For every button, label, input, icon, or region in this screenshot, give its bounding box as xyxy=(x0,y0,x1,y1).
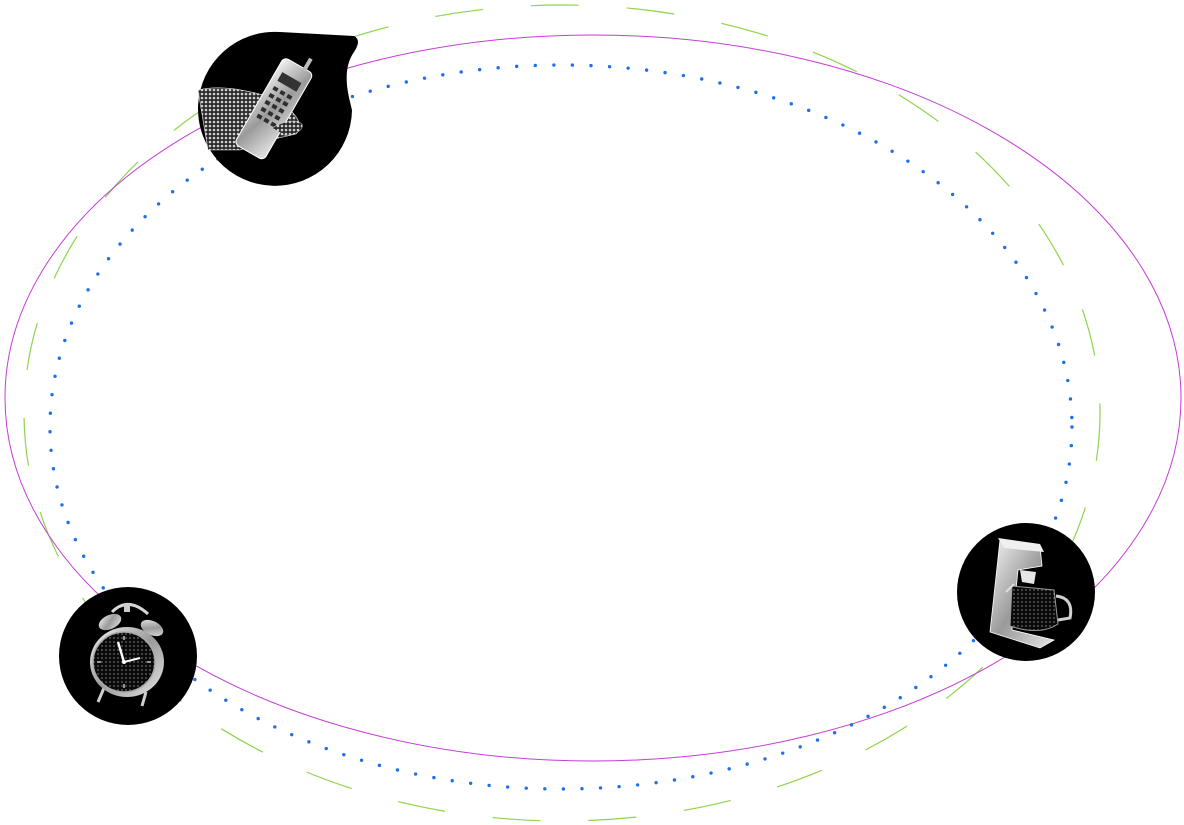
thin-orbit xyxy=(4,34,1182,762)
coffee-maker-icon xyxy=(989,538,1073,649)
dotted-orbit xyxy=(48,63,1074,791)
alarm-clock-badge xyxy=(59,587,197,725)
mobile-phone-badge xyxy=(197,31,358,186)
mobile-phone-icon xyxy=(197,57,313,160)
dashed-orbit xyxy=(23,4,1101,822)
alarm-clock-icon xyxy=(90,603,164,707)
coffee-maker-badge xyxy=(957,523,1095,661)
